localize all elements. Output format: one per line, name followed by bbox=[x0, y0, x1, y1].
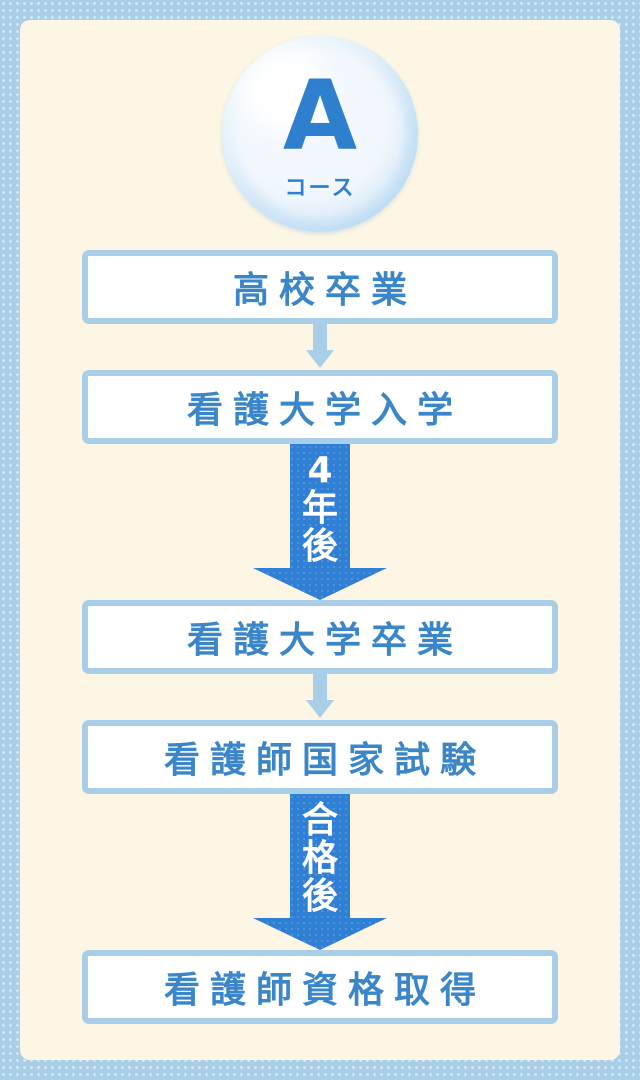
step-box-nursing-university-graduation: 看護大学卒業 bbox=[82, 600, 558, 674]
step-label: 看護師国家試験 bbox=[163, 740, 486, 781]
down-arrow-icon bbox=[306, 672, 334, 718]
course-letter: A bbox=[282, 60, 358, 172]
step-box-nursing-university-entry: 看護大学入学 bbox=[82, 370, 558, 444]
step-box-license-acquisition: 看護師資格取得 bbox=[82, 950, 558, 1024]
step-box-high-school-graduation: 高校卒業 bbox=[82, 250, 558, 324]
down-arrow-icon bbox=[306, 322, 334, 368]
step-box-national-exam: 看護師国家試験 bbox=[82, 720, 558, 794]
step-label: 高校卒業 bbox=[232, 270, 417, 311]
transition-label-4-years: 4年後 bbox=[301, 450, 338, 567]
step-label: 看護大学入学 bbox=[186, 390, 463, 431]
step-label: 看護大学卒業 bbox=[186, 620, 463, 661]
big-down-arrow-icon bbox=[253, 444, 387, 600]
course-bubble: A コース bbox=[222, 36, 418, 232]
course-label: コース bbox=[284, 176, 356, 201]
step-label: 看護師資格取得 bbox=[163, 970, 486, 1011]
transition-label-after-passing: 合格後 bbox=[301, 800, 338, 917]
big-down-arrow-icon bbox=[253, 794, 387, 950]
